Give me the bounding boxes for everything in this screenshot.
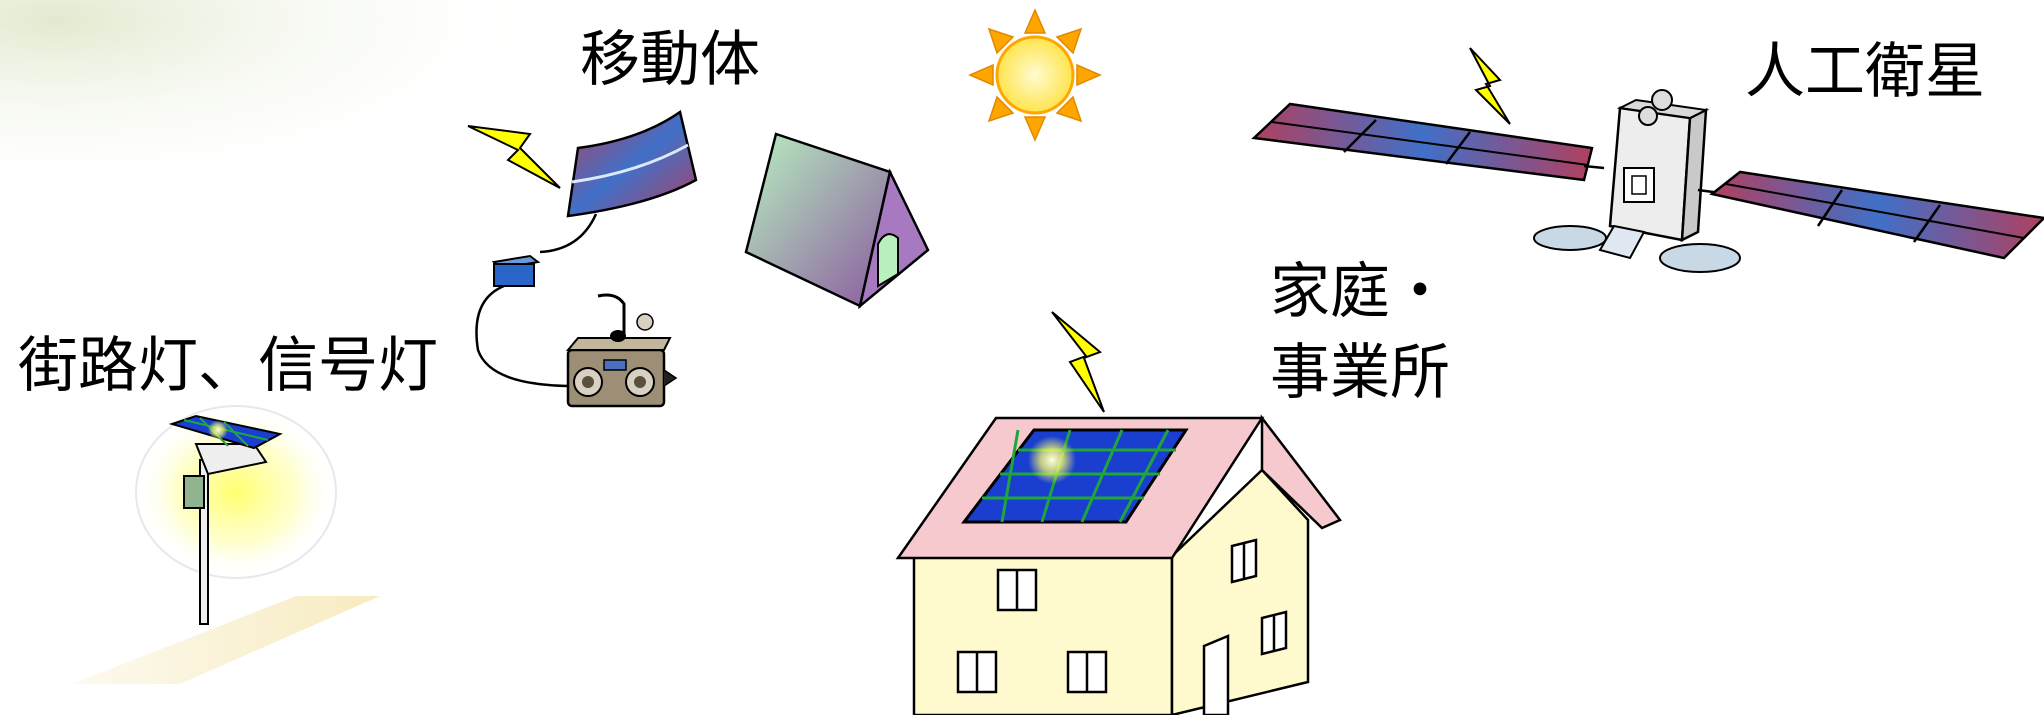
tent-icon (744, 132, 930, 310)
window (956, 568, 1108, 694)
satellite-icon (1251, 89, 2044, 273)
label-satellite: 人工衛星 (1745, 37, 1985, 107)
sun-icon (968, 8, 1102, 142)
lightning-icon (1469, 47, 1511, 125)
house-icon (895, 414, 1342, 715)
roof-solar-panel-icon (960, 428, 1189, 524)
portable-solar-panel-icon (475, 109, 698, 388)
battery-box-icon (491, 254, 541, 287)
label-home-line2: 事業所 (1270, 338, 1450, 408)
door (1202, 634, 1230, 715)
label-street-light: 街路灯、信号灯 (18, 331, 438, 401)
radio-icon (565, 293, 678, 408)
label-mobile: 移動体 (580, 25, 760, 95)
lightning-icon (467, 125, 561, 189)
street-light-icon (72, 405, 380, 684)
label-home-line1: 家庭・ (1270, 257, 1450, 327)
road (72, 596, 380, 684)
background-foliage (0, 0, 560, 200)
music-note-icon (597, 293, 626, 342)
lightning-icon (1051, 311, 1105, 413)
